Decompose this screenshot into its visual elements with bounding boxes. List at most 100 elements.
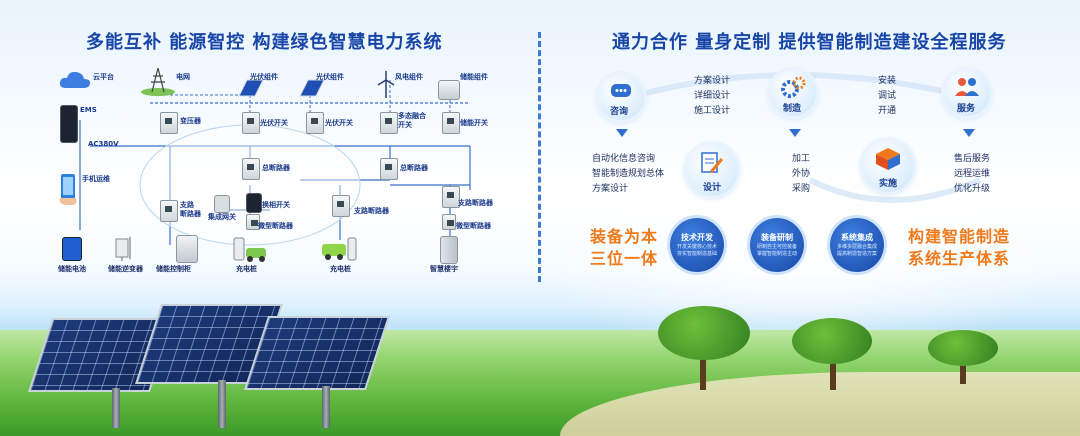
design-circle: 设计: [686, 144, 738, 196]
service-label: 服务: [957, 104, 976, 114]
arrow-down-service: [963, 129, 975, 137]
wind-turbine-icon: [377, 71, 395, 98]
install-stage-3: 开通: [878, 106, 897, 116]
label-pv2: 光伏组件: [316, 73, 344, 81]
left-title: 多能互补 能源智控 构建绿色智慧电力系统: [86, 32, 443, 53]
label-transformer: 变压器: [180, 117, 201, 125]
pv-switch-icon-2: [306, 112, 324, 134]
label-multi-switch: 多态融合 开关: [398, 112, 426, 129]
inverter-icon: [115, 237, 131, 261]
panel-pole-3: [322, 386, 330, 428]
manufacture-item-1: 加工: [792, 154, 811, 164]
service-circle: 服务: [944, 70, 990, 116]
label-charger-1: 充电桩: [236, 265, 257, 273]
label-branch-1: 支路 断路器: [180, 201, 201, 218]
label-mobile: 手机运维: [82, 175, 110, 183]
consult-circle: 咨询: [598, 74, 644, 120]
design-stage-1: 方案设计: [694, 76, 731, 86]
consult-item-2: 智能制造规划总体: [592, 169, 665, 179]
tree-crown-3: [928, 330, 998, 366]
equipment-dev-title: 装备研制: [761, 233, 793, 242]
label-micro-1: 微型断路器: [258, 222, 293, 230]
people-icon: [955, 78, 979, 96]
slogan-left-line-2: 三位一体: [590, 249, 659, 268]
slogan-right-line-1: 构建智能制造: [908, 227, 1011, 246]
document-pen-icon: [701, 152, 724, 173]
phase-switch-icon: [246, 193, 262, 213]
tech-dev-sub-1: 开发关键核心技术: [676, 244, 717, 250]
install-stage-list: 安装 调试 开通: [878, 74, 896, 119]
equipment-dev-circle: 装备研制 研制自主可控装备 掌握智能制造主动: [750, 218, 804, 272]
manufacture-item-3: 采购: [792, 184, 811, 194]
pv-module-icon-2: [299, 79, 325, 97]
tree-crown-1: [658, 306, 750, 360]
branch-breaker-icon-1: [160, 200, 178, 222]
panel-pole-2: [218, 380, 226, 428]
manufacture-item-2: 外协: [792, 169, 811, 179]
label-pv-switch-1: 光伏开关: [260, 119, 288, 127]
label-charger-2: 充电桩: [330, 265, 351, 273]
tech-dev-circle: 技术开发 开发关键核心技术 夯实智能制造基础: [670, 218, 724, 272]
gear-icon: [781, 76, 806, 98]
system-integration-sub-1: 多维多层融合集成: [836, 244, 877, 250]
grid-tower-icon: [141, 67, 175, 96]
label-main-breaker-1: 总断路器: [262, 164, 290, 172]
section-divider: [538, 32, 541, 282]
slogan-right-line-2: 系统生产体系: [908, 249, 1011, 268]
system-integration-title: 系统集成: [841, 233, 873, 242]
charger-icon-1: [233, 237, 266, 262]
cloud-icon: [59, 71, 91, 88]
label-battery: 储能电池: [58, 265, 86, 273]
consult-item-1: 自动化信息咨询: [592, 154, 656, 164]
mobile-phone-icon: [59, 174, 77, 205]
control-cabinet-icon: [176, 235, 198, 263]
tech-dev-sub-2: 夯实智能制造基础: [676, 251, 717, 257]
label-pv1: 光伏组件: [250, 73, 278, 81]
manufacture-circle: 制造: [770, 70, 816, 116]
tech-dev-title: 技术开发: [681, 233, 713, 242]
chat-bubble-icon: [611, 84, 631, 97]
service-item-1: 售后服务: [954, 154, 991, 164]
micro-breaker-icon-2: [442, 214, 456, 230]
branch-breaker-icon-3: [442, 186, 460, 208]
arrow-down-manufacture: [789, 129, 801, 137]
label-inverter: 储能逆变器: [108, 265, 143, 273]
design-stage-3: 施工设计: [694, 106, 731, 116]
arrow-down-consult: [616, 129, 628, 137]
label-ac380v: AC380V: [88, 140, 119, 148]
label-branch-3: 支路断路器: [458, 199, 493, 207]
equipment-dev-sub-2: 掌握智能制造主动: [756, 251, 797, 257]
slogan-left: 装备为本 三位一体: [590, 226, 658, 270]
pv-module-icon-1: [238, 79, 264, 97]
label-wind: 风电组件: [395, 73, 423, 81]
equipment-dev-sub-1: 研制自主可控装备: [756, 244, 797, 250]
micro-breaker-icon-1: [246, 214, 260, 230]
battery-icon: [62, 237, 82, 261]
pv-switch-icon-1: [242, 112, 260, 134]
label-micro-2: 微型断路器: [456, 222, 491, 230]
integrated-gateway-icon: [214, 195, 230, 213]
system-integration-circle: 系统集成 多维多层融合集成 提高制造智造方案: [830, 218, 884, 272]
consult-item-3: 方案设计: [592, 184, 629, 194]
install-stage-1: 安装: [878, 76, 897, 86]
consult-list: 自动化信息咨询 智能制造规划总体 方案设计: [592, 152, 664, 197]
service-item-2: 远程运维: [954, 169, 991, 179]
label-main-breaker-2: 总断路器: [400, 164, 428, 172]
label-cloud: 云平台: [93, 73, 114, 81]
design-stage-list: 方案设计 详细设计 施工设计: [694, 74, 730, 119]
storage-module-icon: [438, 80, 460, 100]
right-title: 通力合作 量身定制 提供智能制造建设全程服务: [612, 32, 1007, 53]
solar-panel-3: [243, 316, 391, 390]
main-breaker-icon-1: [242, 158, 260, 180]
manufacture-label: 制造: [783, 104, 802, 114]
transformer-icon: [160, 112, 178, 134]
charger-icon-2: [322, 237, 357, 261]
label-smart-building: 智慧楼宇: [430, 265, 458, 273]
label-phase-switch: 换相开关: [262, 201, 290, 209]
manufacture-list: 加工 外协 采购: [792, 152, 810, 197]
label-control-cabinet: 储能控制柜: [156, 265, 191, 273]
storage-switch-icon: [442, 112, 460, 134]
multi-switch-icon: [380, 112, 398, 134]
label-branch-2: 支路断路器: [354, 207, 389, 215]
tree-crown-2: [792, 318, 872, 364]
